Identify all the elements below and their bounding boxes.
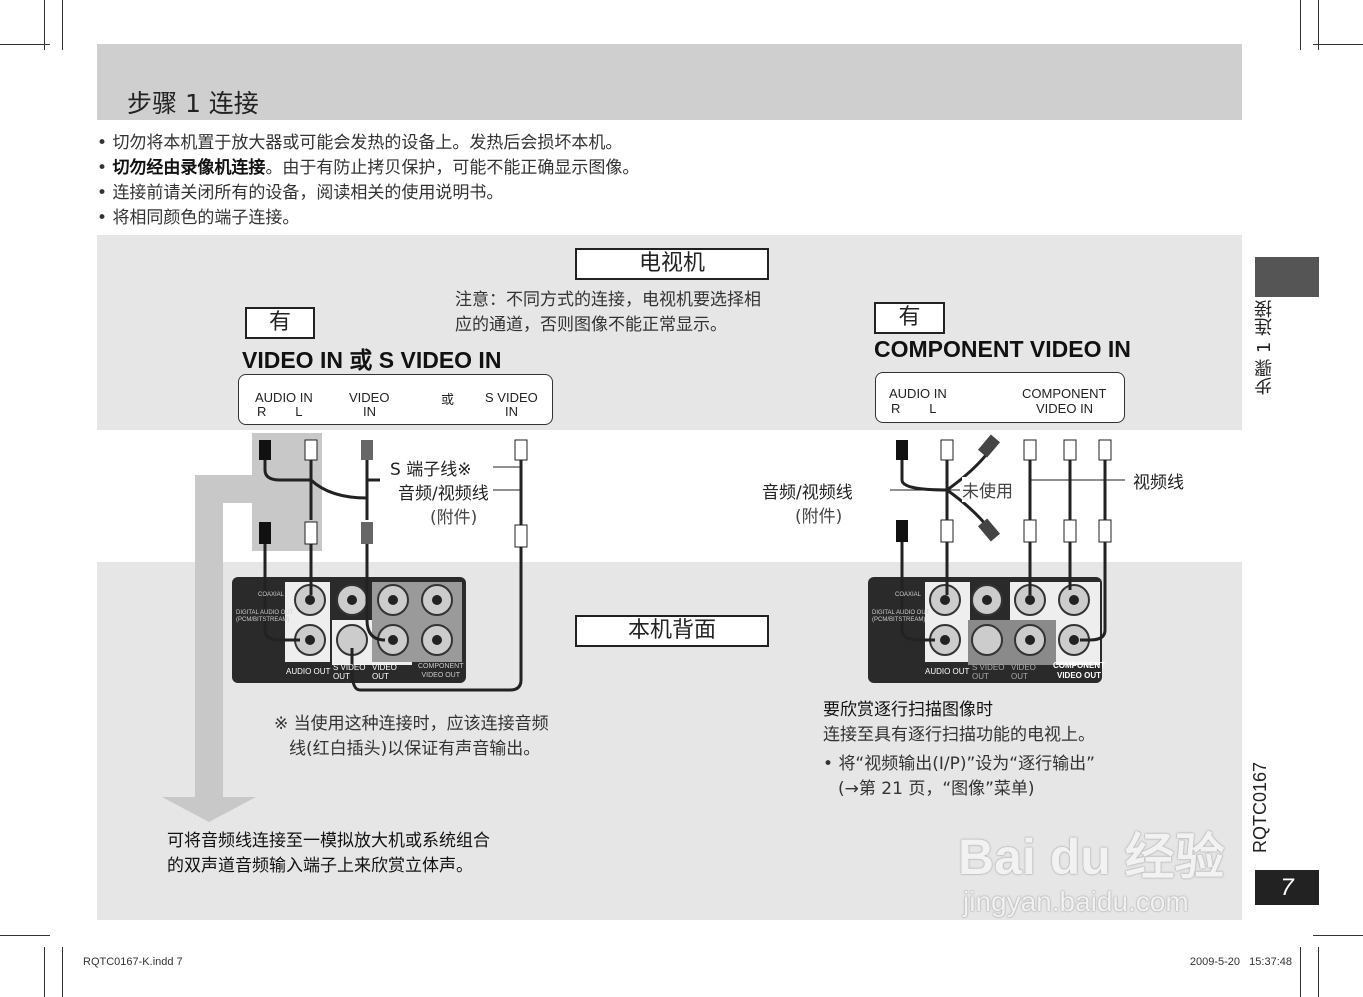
component-in-label: VIDEO IN bbox=[1036, 401, 1094, 416]
audio-out-label: AUDIO OUT bbox=[286, 667, 331, 676]
amp-note: 可将音频线连接至一模拟放大机或系统组合 bbox=[167, 831, 490, 851]
tv-connector-panel-left: AUDIO IN R L VIDEO IN 或 S VIDEO IN bbox=[238, 374, 553, 425]
crop-mark bbox=[1300, 0, 1301, 50]
rear-panel-left bbox=[232, 577, 466, 683]
amp-arrow-shaft bbox=[195, 475, 255, 503]
footnote-line: ※ 当使用这种连接时，应该连接音频 bbox=[274, 714, 549, 734]
footer-file: RQTC0167-K.indd 7 bbox=[83, 956, 183, 968]
have-label: 有 bbox=[245, 307, 315, 339]
amp-arrow-head bbox=[162, 797, 256, 822]
audio-in-label: AUDIO IN bbox=[255, 390, 313, 405]
av-cable-label: 音频/视频线 bbox=[398, 484, 489, 504]
progressive-bullet: • 将“视频输出(I/P)”设为“逐行输出” bbox=[823, 754, 1095, 774]
coaxial-label: COAXIAL bbox=[258, 592, 285, 598]
bullet-bold: 切勿经由录像机连接 bbox=[112, 158, 266, 178]
progressive-line: 连接至具有逐行扫描功能的电视上。 bbox=[823, 725, 1095, 745]
bullet-text: 。由于有防止拷贝保护，可能不能正确显示图像。 bbox=[265, 158, 640, 178]
coaxial-label: COAXIAL bbox=[895, 592, 922, 598]
bullet-item: • 连接前请关闭所有的设备，阅读相关的使用说明书。 bbox=[97, 183, 504, 203]
digital-out-label: DIGITAL AUDIO OUT(PCM/BITSTREAM) bbox=[872, 610, 930, 623]
right-plugs bbox=[896, 434, 1112, 543]
crop-mark bbox=[44, 947, 45, 997]
progressive-title: 要欣赏逐行扫描图像时 bbox=[823, 700, 993, 720]
audio-in-label: AUDIO IN bbox=[889, 386, 947, 401]
av-cable-label: 音频/视频线 bbox=[762, 483, 853, 503]
rl-label: R L bbox=[891, 401, 937, 416]
unused-label: 未使用 bbox=[962, 477, 1013, 502]
video-out-label: VIDEO OUT bbox=[1011, 663, 1036, 681]
s-cable-label: S 端子线※ bbox=[390, 460, 472, 480]
page-number: 7 bbox=[1255, 870, 1319, 905]
svideo-out-label: S VIDEO OUT bbox=[333, 663, 366, 681]
supplied-label: (附件) bbox=[430, 508, 478, 528]
amp-note: 的双声道音频输入端子上来欣赏立体声。 bbox=[167, 856, 473, 876]
crop-mark bbox=[0, 935, 50, 936]
crop-mark bbox=[1313, 935, 1363, 936]
svideo-in-label: S VIDEO bbox=[485, 390, 538, 405]
left-heading: VIDEO IN 或 S VIDEO IN bbox=[242, 347, 502, 373]
video-cable-label: 视频线 bbox=[1133, 473, 1184, 493]
crop-mark bbox=[0, 44, 50, 45]
rear-panel-right bbox=[868, 577, 1102, 683]
audio-out-label: AUDIO OUT bbox=[925, 667, 970, 676]
crop-mark bbox=[1313, 44, 1363, 45]
page-title: 步骤 1 连接 bbox=[127, 89, 259, 118]
bullet-text: 切勿将本机置于放大器或可能会发热的设备上。发热后会损坏本机。 bbox=[112, 133, 623, 153]
footer-timestamp: 2009-5-20 15:37:48 bbox=[1189, 956, 1292, 968]
note-line: 应的通道，否则图像不能正常显示。 bbox=[455, 315, 727, 335]
footnote-line: 线(红白插头)以保证有声音输出。 bbox=[289, 739, 541, 759]
bullet-item: • 切勿将本机置于放大器或可能会发热的设备上。发热后会损坏本机。 bbox=[97, 133, 623, 153]
bullet-item: • 切勿经由录像机连接。由于有防止拷贝保护，可能不能正确显示图像。 bbox=[97, 158, 640, 178]
video-in-label: VIDEO bbox=[349, 390, 390, 405]
left-plugs bbox=[259, 439, 528, 548]
bullet-text: 将相同颜色的端子连接。 bbox=[112, 208, 300, 228]
or-label: 或 bbox=[441, 392, 455, 407]
section-tab bbox=[1255, 257, 1319, 297]
baidu-watermark: Bai du 经验 jingyan.baidu.com bbox=[958, 829, 1225, 917]
have-label: 有 bbox=[874, 302, 945, 334]
component-in-label: COMPONENT bbox=[1022, 386, 1107, 401]
unit-rear-label: 本机背面 bbox=[575, 615, 769, 647]
crop-mark bbox=[1318, 947, 1319, 997]
digital-out-label: DIGITAL AUDIO OUT(PCM/BITSTREAM) bbox=[236, 610, 294, 623]
bullet-text: 连接前请关闭所有的设备，阅读相关的使用说明书。 bbox=[112, 183, 504, 203]
supplied-label: (附件) bbox=[795, 507, 843, 527]
tv-connector-panel-right: AUDIO IN R L COMPONENT VIDEO IN bbox=[875, 372, 1125, 423]
svideo-out-label: S VIDEO OUT bbox=[972, 663, 1005, 681]
header-band bbox=[97, 44, 1242, 120]
crop-mark bbox=[62, 0, 63, 50]
bullet-item: • 将相同颜色的端子连接。 bbox=[97, 208, 300, 228]
rl-label: R L bbox=[257, 404, 303, 419]
crop-mark bbox=[62, 947, 63, 997]
note-line: 注意：不同方式的连接，电视机要选择相 bbox=[455, 290, 761, 310]
crop-mark bbox=[44, 0, 45, 50]
crop-mark bbox=[1318, 0, 1319, 50]
section-title-vertical: 步骤 1 连接 bbox=[1254, 300, 1275, 395]
video-in-label: IN bbox=[363, 404, 376, 419]
progressive-bullet-ref: (→第 21 页，“图像”菜单) bbox=[838, 779, 1035, 799]
video-out-label: VIDEO OUT bbox=[372, 663, 397, 681]
doc-code: RQTC0167 bbox=[1250, 762, 1270, 854]
crop-mark bbox=[1300, 947, 1301, 997]
tv-label: 电视机 bbox=[575, 248, 769, 280]
svideo-in-label: IN bbox=[505, 404, 518, 419]
left-cables bbox=[263, 455, 523, 692]
amp-arrow-shaft bbox=[195, 475, 223, 800]
right-heading: COMPONENT VIDEO IN bbox=[874, 336, 1131, 362]
